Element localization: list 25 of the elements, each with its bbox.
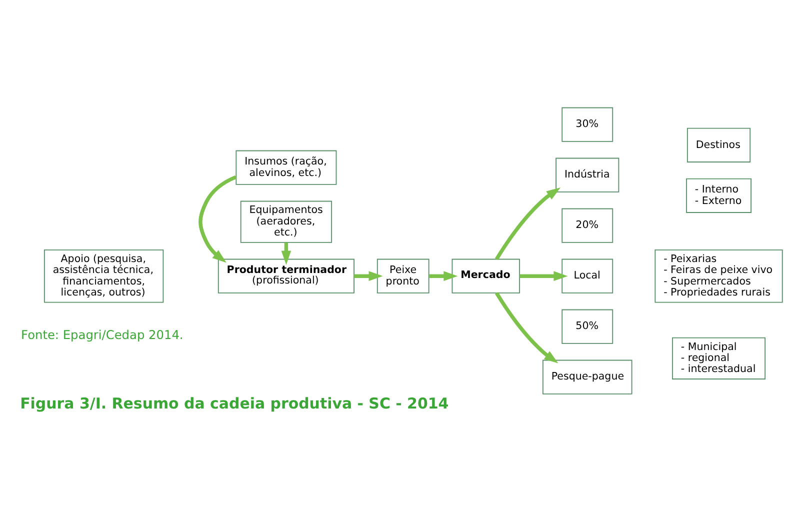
arrow [429,270,458,281]
arrow [520,270,568,281]
node-box: Insumos (ração, alevinos, etc.) [236,150,337,184]
arrow [494,187,561,260]
caption: Figura 3/I. Resumo da cadeia produtiva - SC - 2014 [20,394,449,412]
node-box: Apoio (pesquisa, assistência técnica, financiamentos, licenças, outros) [44,248,164,302]
node-box: Indústria [556,157,620,192]
node-box: 30% [562,106,614,142]
node-box: Local [562,258,614,293]
node-box: 20% [562,208,614,242]
arrow [281,242,292,264]
node-box: 50% [562,308,614,344]
arrow [494,292,558,363]
node-box: - Municipal - regional - interestadual [672,336,766,379]
node-box: Destinos [686,127,751,162]
arrow [354,270,383,281]
node-box: Peixe pronto [376,258,430,293]
node-box: Equipamentos (aeradores, etc.) [240,200,332,242]
node-box: Produtor terminador (profissional) [218,258,354,293]
arrow [198,174,237,262]
label: Fonte: Epagri/Cedap 2014. [21,328,184,342]
node-box: Pesque-pague [542,359,632,394]
node-box: - Peixarias - Feiras de peixe vivo - Supermercados - Propriedades rurais [654,248,783,302]
node-box: - Interno - Externo [686,178,752,212]
node-box: Mercado [452,258,520,293]
